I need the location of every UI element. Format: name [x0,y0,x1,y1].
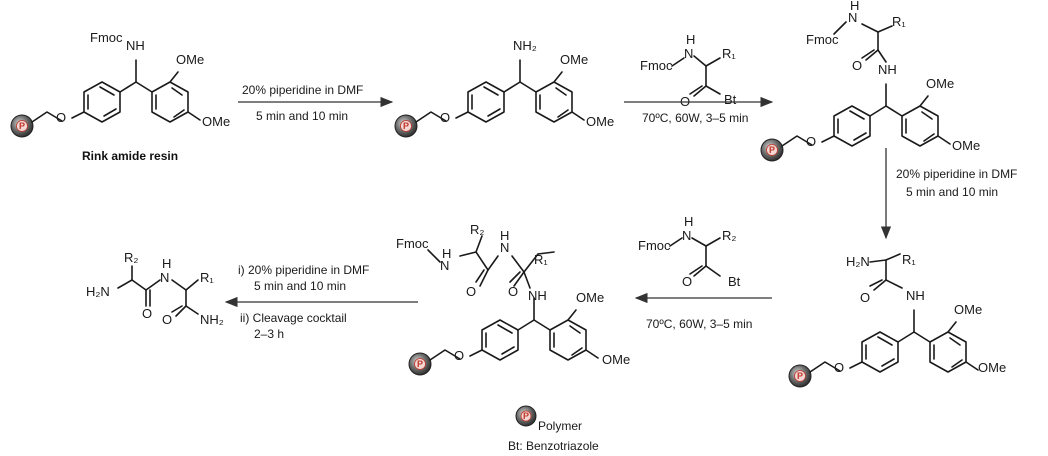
r1-label: R₁ [892,14,906,29]
legend-bt: Bt: Benzotriazole [508,439,599,453]
h-label: H [684,214,693,229]
rink-amide-caption: Rink amide resin [82,149,178,163]
ome-label-bottom: OMe [202,114,230,129]
structure-rink-amide-resin: P O NH Fmoc OMe OMe Rink amide resin [10,30,230,163]
structure-dipeptide-amide: R₂ H₂N O N H R₁ O NH₂ [86,250,224,327]
structure-free-amine-resin: P O NH₂ OMe OMe [394,38,614,138]
reagent-fmoc-aa-bt-1: Fmoc N H R₁ O Bt [640,32,737,109]
carbonyl-o-label: O [682,274,692,289]
reagent-fmoc-aa-bt-2: Fmoc N H R₂ O Bt [638,214,741,289]
r2-label: R₂ [470,222,484,237]
n-label: N [500,240,509,255]
cond-step3-line2: 5 min and 10 min [906,185,998,199]
fmoc-label: Fmoc [638,238,671,253]
h-label: H [850,0,859,13]
polymer-bead-label: P [797,371,803,381]
polymer-bead-label: P [417,359,423,369]
h-label: H [500,228,509,243]
carbonyl-o-label: O [852,58,862,73]
structure-fmoc-dipeptide-resin: P O NH O R₁ N H O R₂ N H Fmoc OMe OMe [396,222,630,376]
n-label: N [684,46,693,61]
h2n-label: H₂N [846,254,870,269]
ether-o-label: O [56,110,66,125]
h-label-2: H [442,246,451,261]
cond-step4-line1: 70ºC, 60W, 3–5 min [646,317,752,331]
legend-bead-letter: P [523,411,529,421]
n-label: N [160,270,169,285]
ether-o-label: O [454,348,464,363]
cond-step5-line1: i) 20% piperidine in DMF [238,263,369,277]
cond-step5-line2: 5 min and 10 min [254,279,346,293]
carbonyl-o-label: O [142,306,152,321]
fmoc-label: Fmoc [396,236,429,251]
cond-step2-line1: 70ºC, 60W, 3–5 min [642,111,748,125]
h2n-label: H₂N [86,284,110,299]
carbonyl-o-label-2: O [466,284,476,299]
fmoc-label: Fmoc [640,58,673,73]
fmoc-label: Fmoc [90,30,123,45]
ome-label-bottom: OMe [978,360,1006,375]
nh2-label: NH₂ [200,312,224,327]
nh-label: NH [126,38,145,53]
cond-step5-line3: ii) Cleavage cocktail [240,311,347,325]
fmoc-label: Fmoc [806,32,839,47]
r1-label: R₁ [722,46,736,61]
ome-label-top: OMe [926,76,954,91]
r1-label: R₁ [200,270,214,285]
polymer-bead-label: P [403,121,409,131]
ome-label-bottom: OMe [586,114,614,129]
legend: P Polymer Bt: Benzotriazole [508,405,599,453]
r1-label: R₁ [534,252,548,267]
r2-label: R₂ [124,250,138,265]
structure-free-amine-aa1-resin: P O NH O R₁ H₂N OMe OMe [788,252,1006,388]
ome-label-top: OMe [576,290,604,305]
carbonyl-o-label: O [508,284,518,299]
cond-step1-line2: 5 min and 10 min [256,109,348,123]
cond-step3-line1: 20% piperidine in DMF [896,167,1017,181]
nh-label: NH [906,288,925,303]
n-label: N [682,228,691,243]
h-label: H [162,256,171,271]
cond-step1-line1: 20% piperidine in DMF [242,83,363,97]
ether-o-label: O [806,134,816,149]
ome-label-top: OMe [176,52,204,67]
ome-label-top: OMe [560,52,588,67]
ether-o-label: O [834,360,844,375]
bt-label: Bt [724,92,737,107]
r2-label: R₂ [722,228,736,243]
r1-label: R₁ [902,252,916,267]
nh-label: NH [878,62,897,77]
carbonyl-o-label: O [860,290,870,305]
ome-label-bottom: OMe [602,352,630,367]
ome-label-top: OMe [954,302,982,317]
nh-label: NH [528,288,547,303]
ether-o-label: O [440,110,450,125]
nh2-label: NH₂ [513,38,537,53]
structure-fmoc-aa1-resin: P O NH O R₁ N H Fmoc OMe OMe [760,0,980,162]
nh-label-2: N [440,258,449,273]
polymer-bead-label: P [769,145,775,155]
bt-label: Bt [728,274,741,289]
legend-polymer: Polymer [538,419,582,433]
polymer-bead-label: P [19,121,25,131]
n-label: N [848,10,857,25]
h-label: H [686,32,695,47]
cond-step5-line4: 2–3 h [254,327,284,341]
carbonyl-o-label-2: O [162,312,172,327]
ome-label-bottom: OMe [952,138,980,153]
